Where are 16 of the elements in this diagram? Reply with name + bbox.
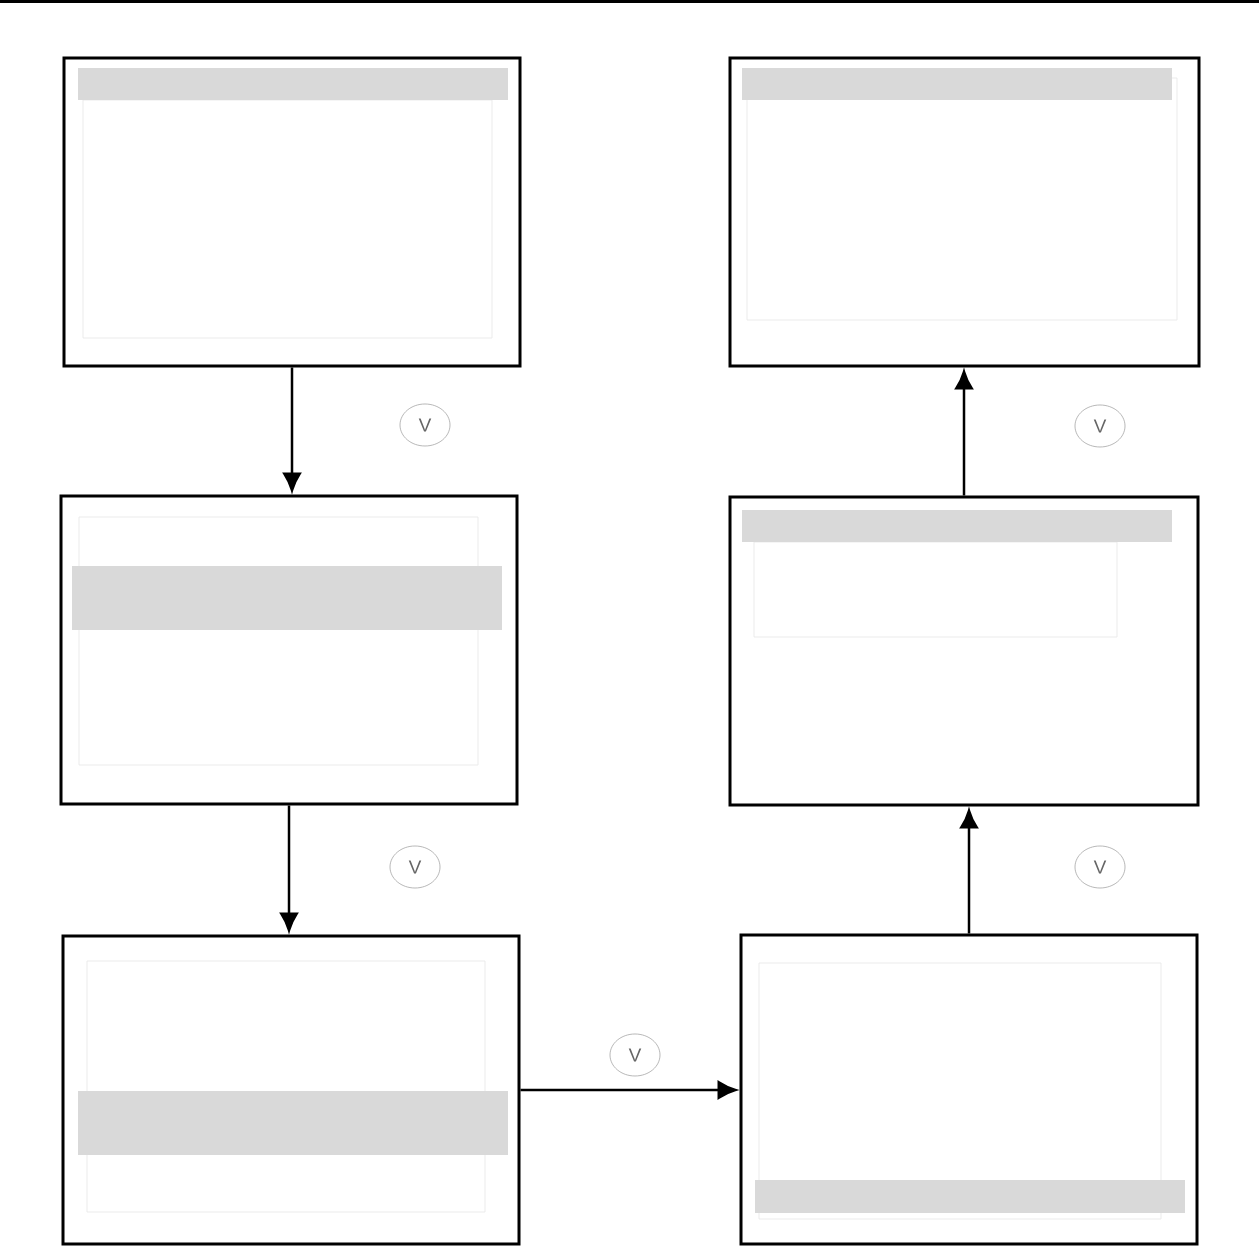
arrow bbox=[520, 1081, 737, 1099]
box bbox=[728, 56, 1201, 368]
circled-letter: V bbox=[609, 1033, 661, 1077]
circled-letter: V bbox=[399, 403, 451, 447]
circled-letter: V bbox=[1074, 404, 1126, 448]
circled-letter: V bbox=[1074, 845, 1126, 889]
box bbox=[61, 934, 521, 1246]
arrow bbox=[283, 367, 301, 492]
arrow bbox=[960, 809, 978, 934]
box bbox=[739, 933, 1199, 1246]
box bbox=[62, 56, 522, 368]
circled-letter: V bbox=[389, 845, 441, 889]
box bbox=[59, 494, 519, 806]
arrow bbox=[280, 805, 298, 932]
box bbox=[728, 495, 1200, 807]
arrow bbox=[955, 370, 973, 496]
